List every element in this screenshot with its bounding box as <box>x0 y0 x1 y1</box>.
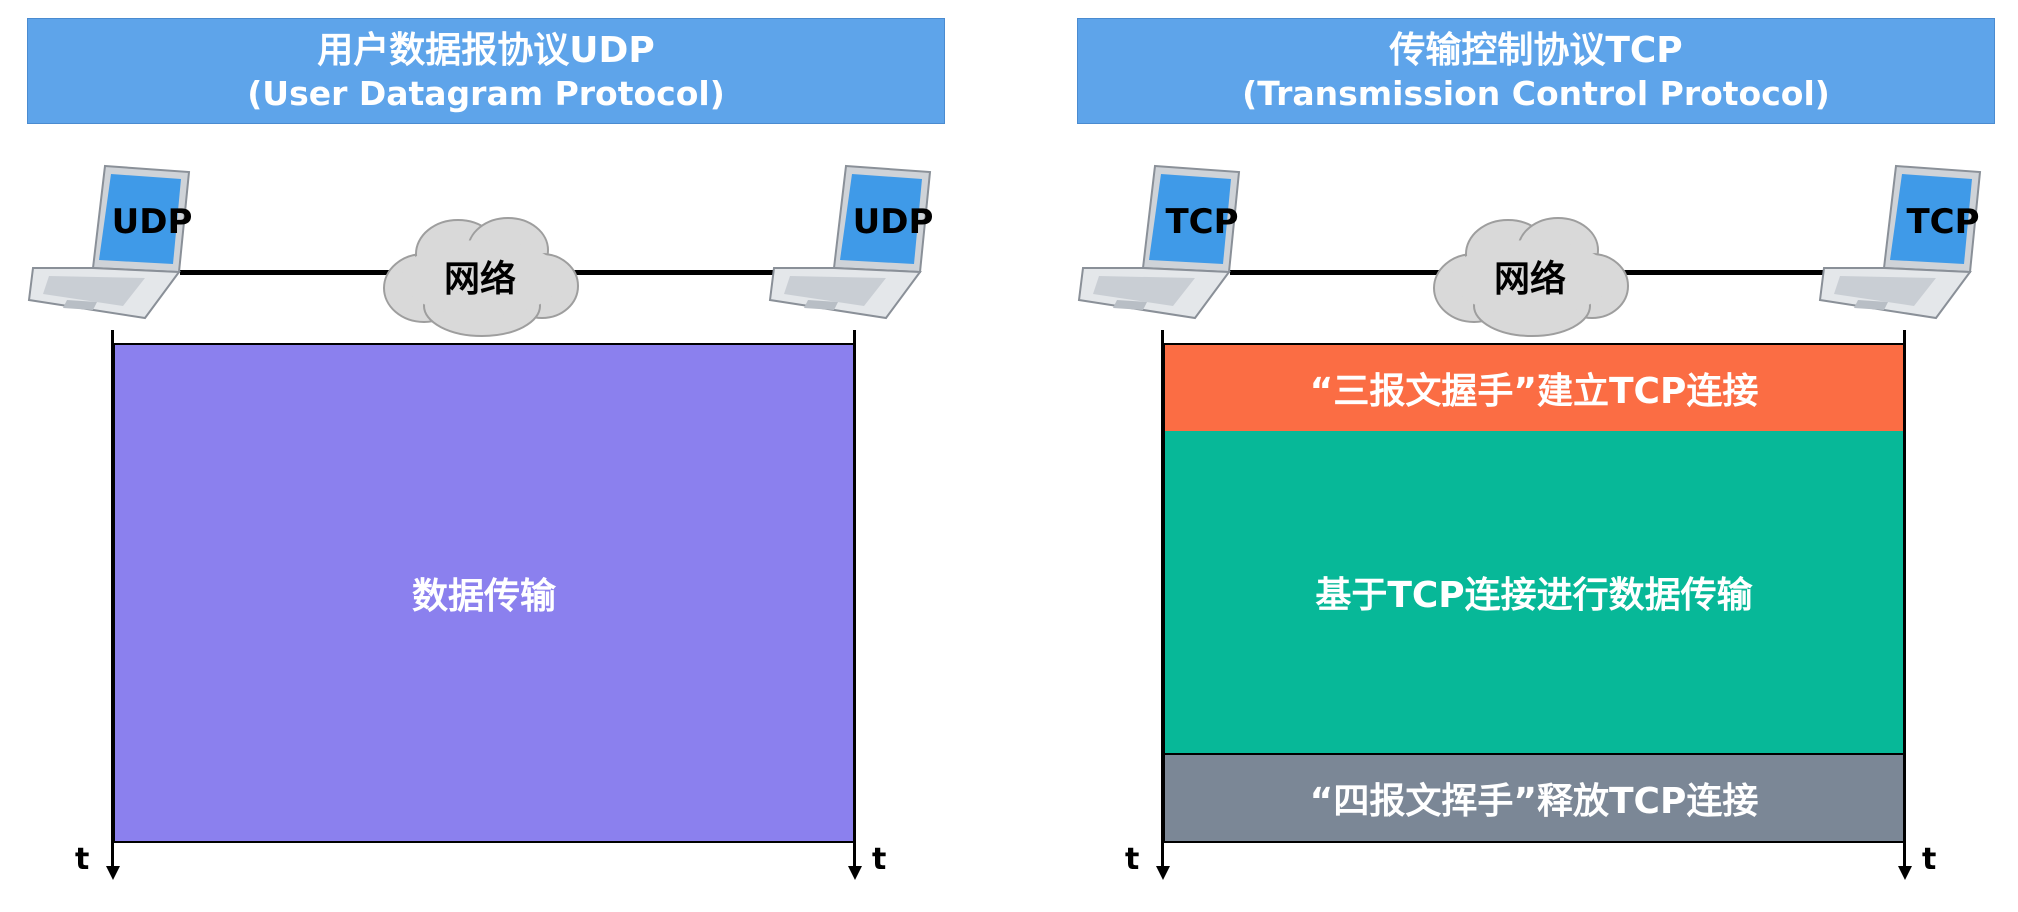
udp-title: 用户数据报协议UDP <box>317 30 655 71</box>
udp-host-right: UDP <box>768 160 938 320</box>
udp-host-right-label: UDP <box>852 202 934 242</box>
down-arrow-icon <box>106 866 120 880</box>
tcp-timeline-left <box>1161 330 1164 870</box>
udp-time-label-right: t <box>872 842 887 877</box>
udp-host-left-label: UDP <box>111 202 193 242</box>
laptop-icon <box>1818 164 1982 320</box>
laptop-icon <box>768 164 932 320</box>
tcp-data-transfer-label: 基于TCP连接进行数据传输 <box>1315 575 1753 616</box>
udp-timeline-left <box>111 330 114 870</box>
tcp-network-label: 网络 <box>1493 259 1566 300</box>
laptop-icon <box>27 164 191 320</box>
network-link-right <box>1610 270 1850 275</box>
tcp-data-transfer-block: 基于TCP连接进行数据传输 <box>1163 431 1905 755</box>
network-link-left <box>180 270 400 275</box>
tcp-host-right: TCP <box>1818 160 1988 320</box>
tcp-time-label-left: t <box>1125 842 1140 877</box>
network-link-right <box>560 270 800 275</box>
tcp-network-cloud: 网络 <box>1428 210 1632 340</box>
tcp-host-right-label: TCP <box>1906 202 1980 242</box>
udp-data-transfer-block: 数据传输 <box>113 343 855 843</box>
tcp-time-label-right: t <box>1922 842 1937 877</box>
tcp-subtitle: (Transmission Control Protocol) <box>1242 74 1830 113</box>
tcp-panel: 传输控制协议TCP (Transmission Control Protocol… <box>1050 0 2010 912</box>
tcp-host-left-label: TCP <box>1165 202 1239 242</box>
tcp-host-left: TCP <box>1077 160 1247 320</box>
down-arrow-icon <box>1156 866 1170 880</box>
cloud-icon <box>1433 217 1629 337</box>
tcp-teardown-block: “四报文挥手”释放TCP连接 <box>1163 753 1905 843</box>
udp-network-label: 网络 <box>443 259 516 300</box>
down-arrow-icon <box>848 866 862 880</box>
udp-panel: 用户数据报协议UDP (User Datagram Protocol) UDP … <box>0 0 960 912</box>
udp-network-cloud: 网络 <box>378 210 582 340</box>
tcp-title: 传输控制协议TCP <box>1389 30 1683 71</box>
udp-header: 用户数据报协议UDP (User Datagram Protocol) <box>27 18 945 124</box>
tcp-handshake-label: “三报文握手”建立TCP连接 <box>1309 371 1759 412</box>
down-arrow-icon <box>1898 866 1912 880</box>
tcp-teardown-label: “四报文挥手”释放TCP连接 <box>1309 781 1759 822</box>
udp-host-left: UDP <box>27 160 197 320</box>
udp-data-transfer-label: 数据传输 <box>411 576 556 617</box>
udp-subtitle: (User Datagram Protocol) <box>247 74 725 113</box>
network-link-left <box>1230 270 1450 275</box>
laptop-icon <box>1077 164 1241 320</box>
udp-time-label-left: t <box>75 842 90 877</box>
tcp-handshake-block: “三报文握手”建立TCP连接 <box>1163 343 1905 433</box>
cloud-icon <box>383 217 579 337</box>
tcp-header: 传输控制协议TCP (Transmission Control Protocol… <box>1077 18 1995 124</box>
